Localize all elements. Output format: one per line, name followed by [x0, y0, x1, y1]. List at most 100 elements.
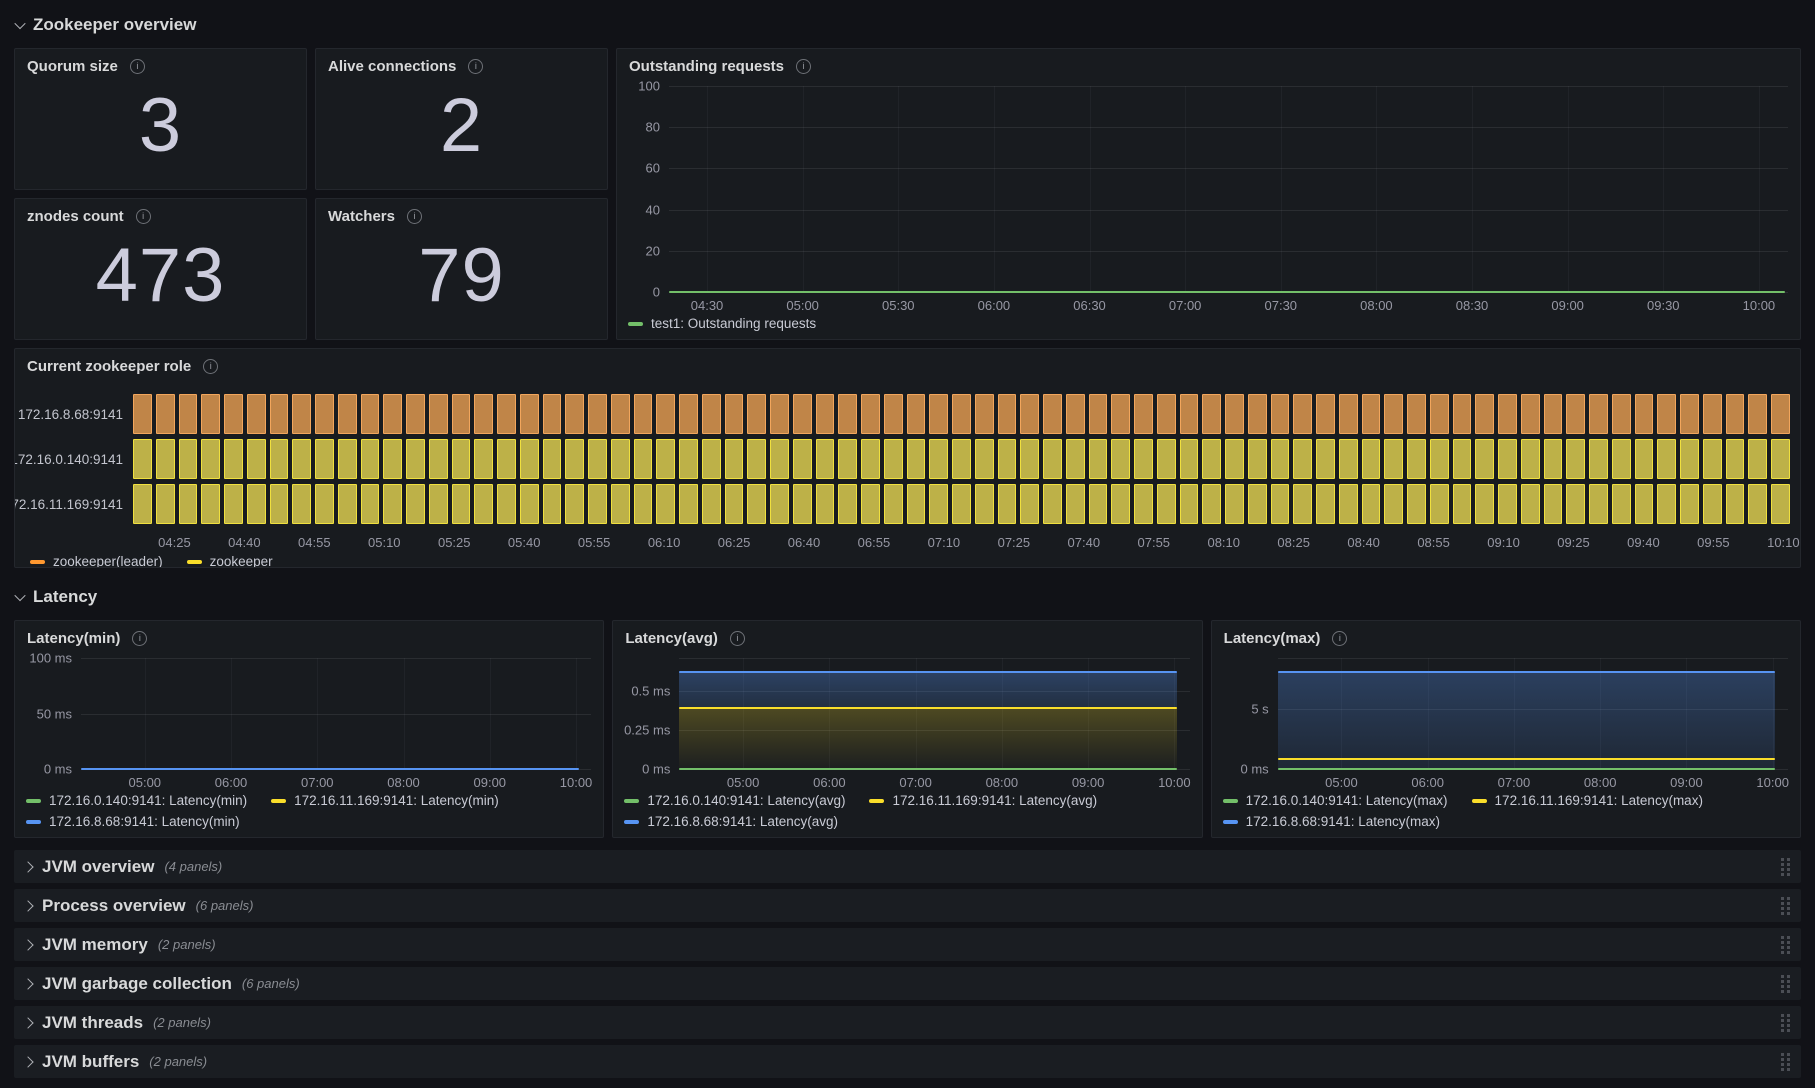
info-icon[interactable]: i: [406, 209, 422, 224]
x-tick-label: 07:10: [927, 535, 961, 550]
legend-item[interactable]: zookeeper(leader): [30, 554, 163, 567]
x-tick-label: 06:00: [813, 775, 846, 790]
timeline-state-cell: [519, 439, 539, 479]
timeline-state-cell: [792, 394, 812, 434]
timeline-state-cell: [1179, 439, 1199, 479]
timeline-state-cell: [1111, 439, 1130, 479]
x-tick-label: 09:40: [1627, 535, 1660, 550]
info-icon[interactable]: i: [203, 359, 219, 374]
timeline-state-cell: [315, 439, 334, 479]
collapsed-row-process-overview[interactable]: Process overview(6 panels): [14, 889, 1801, 922]
timeline-state-cell: [1179, 394, 1199, 434]
collapsed-row-jvm-memory[interactable]: JVM memory(2 panels): [14, 928, 1801, 961]
drag-handle-icon[interactable]: [1781, 896, 1791, 915]
legend-item[interactable]: 172.16.0.140:9141: Latency(max): [1222, 793, 1448, 808]
timeline-state-cell: [1725, 439, 1745, 479]
panel-title[interactable]: Alive connections: [328, 58, 457, 75]
legend-item[interactable]: 172.16.11.169:9141: Latency(min): [271, 793, 499, 808]
timeline-state-cell: [497, 484, 516, 524]
panel-title[interactable]: Outstanding requests: [629, 58, 785, 75]
timeline-state-cell: [1316, 394, 1335, 434]
legend-item[interactable]: 172.16.0.140:9141: Latency(avg): [624, 793, 845, 808]
drag-handle-icon[interactable]: [1781, 974, 1791, 993]
panel-title[interactable]: Watchers: [328, 208, 395, 225]
timeline-state-cell: [1020, 439, 1039, 479]
timeline-state-cell: [815, 439, 835, 479]
legend-item[interactable]: test1: Outstanding requests: [628, 316, 816, 331]
timeline-state-cell: [1657, 439, 1676, 479]
y-tick-label: 20: [645, 243, 660, 259]
timeline-state-cell: [1634, 439, 1654, 479]
timeline-state-cell: [201, 394, 220, 434]
collapsed-row-jvm-overview[interactable]: JVM overview(4 panels): [14, 850, 1801, 883]
info-icon[interactable]: i: [1332, 631, 1348, 646]
x-tick-label: 10:00: [1742, 298, 1776, 313]
panel-title[interactable]: Latency(min): [27, 630, 121, 647]
panel-title[interactable]: znodes count: [27, 208, 124, 225]
timeline-state-cell: [883, 394, 903, 434]
legend-item[interactable]: 172.16.8.68:9141: Latency(min): [26, 814, 240, 829]
panel-title[interactable]: Current zookeeper role: [27, 358, 192, 375]
timeline-state-cell: [1566, 484, 1585, 524]
y-tick-label: 80: [645, 119, 660, 135]
gridline-vertical: [1280, 86, 1282, 292]
chevron-right-icon: [22, 977, 34, 990]
x-tick-label: 08:00: [1360, 298, 1393, 313]
legend-swatch: [624, 819, 640, 824]
timeline-state-cell: [360, 484, 380, 524]
timeline-state-cell: [588, 484, 607, 524]
panel-title[interactable]: Latency(max): [1223, 630, 1321, 647]
timeline-state-cell: [1156, 439, 1176, 479]
legend-item[interactable]: 172.16.11.169:9141: Latency(max): [1471, 793, 1703, 808]
drag-handle-icon[interactable]: [1781, 1013, 1791, 1032]
panel-title[interactable]: Quorum size: [27, 58, 118, 75]
section-row-zookeeper-overview[interactable]: Zookeeper overview: [14, 10, 1801, 40]
info-icon[interactable]: i: [796, 59, 812, 74]
timeline-state-cell: [974, 484, 994, 524]
legend-item[interactable]: 172.16.8.68:9141: Latency(max): [1222, 814, 1440, 829]
collapsed-row-jvm-threads[interactable]: JVM threads(2 panels): [14, 1006, 1801, 1039]
info-icon[interactable]: i: [129, 59, 145, 74]
x-tick-label: 09:55: [1697, 535, 1730, 550]
timeline-state-cell: [1384, 394, 1403, 434]
timeline-state-cell: [792, 484, 812, 524]
panel-header: Outstanding requests i: [617, 49, 1800, 78]
gridline-horizontal: [669, 209, 1788, 211]
panel-title[interactable]: Latency(avg): [625, 630, 718, 647]
row-panel-count: (2 panels): [149, 1054, 208, 1069]
y-tick-label: 5 s: [1251, 701, 1269, 717]
legend-label: 172.16.11.169:9141: Latency(min): [294, 793, 499, 808]
timeline-state-cell: [656, 394, 675, 434]
gridline-vertical: [317, 658, 319, 769]
legend-item[interactable]: zookeeper: [186, 554, 273, 567]
timeline-state-cell: [1771, 484, 1790, 524]
collapsed-row-jvm-buffers[interactable]: JVM buffers(2 panels): [14, 1045, 1801, 1078]
info-icon[interactable]: i: [132, 631, 148, 646]
timeline-state-cell: [1498, 439, 1517, 479]
drag-handle-icon[interactable]: [1781, 1052, 1791, 1071]
gridline-vertical: [1088, 658, 1090, 769]
section-row-latency[interactable]: Latency: [14, 582, 1801, 612]
timeline-state-cell: [1520, 394, 1540, 434]
timeline-state-cell: [1361, 439, 1381, 479]
info-icon[interactable]: i: [468, 59, 484, 74]
info-icon[interactable]: i: [729, 631, 745, 646]
timeline-state-cell: [337, 394, 357, 434]
legend-item[interactable]: 172.16.11.169:9141: Latency(avg): [869, 793, 1097, 808]
drag-handle-icon[interactable]: [1781, 857, 1791, 876]
x-tick-label: 04:25: [158, 535, 191, 550]
timeline-state-cell: [1748, 394, 1767, 434]
x-tick-label: 06:00: [214, 775, 248, 790]
info-icon[interactable]: i: [135, 209, 151, 224]
legend-item[interactable]: 172.16.8.68:9141: Latency(avg): [624, 814, 838, 829]
collapsed-row-jvm-garbage-collection[interactable]: JVM garbage collection(6 panels): [14, 967, 1801, 1000]
timeline-state-cell: [1225, 394, 1244, 434]
drag-handle-icon[interactable]: [1781, 935, 1791, 954]
timeline-state-cell: [815, 394, 835, 434]
legend-item[interactable]: 172.16.0.140:9141: Latency(min): [26, 793, 247, 808]
